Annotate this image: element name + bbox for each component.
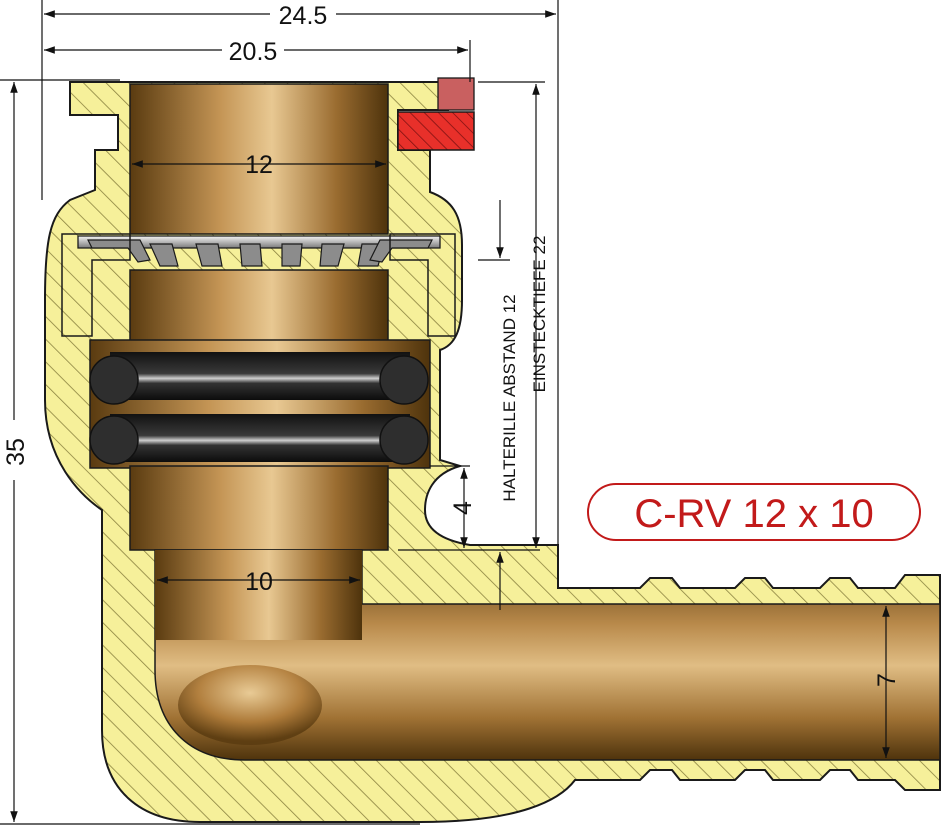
- clip-teeth: [87, 239, 433, 267]
- dim-bore-diameter: 12: [245, 151, 273, 179]
- dimension-labels: 24.5 20.5 12 10 35 4 7 HALTERILLE ABSTAN…: [0, 0, 901, 687]
- label-einstecktiefe: EINSTECKTIEFE 22: [530, 236, 549, 393]
- oring-upper-band: [110, 352, 410, 400]
- release-ring: [397, 77, 475, 151]
- dim-inner-width: 20.5: [229, 38, 278, 66]
- elbow-channel-vertical: [155, 550, 362, 640]
- product-badge: C-RV 12 x 10: [587, 483, 921, 541]
- dim-height: 35: [2, 438, 30, 466]
- oring-upper-left: [89, 355, 139, 405]
- o-rings: [89, 352, 429, 465]
- oring-lower-left: [89, 415, 139, 465]
- label-halterille: HALTERILLE ABSTAND 12: [500, 294, 519, 501]
- product-name: C-RV 12 x 10: [634, 492, 873, 536]
- clip-housing: [61, 233, 131, 337]
- oring-lower-band: [110, 414, 410, 462]
- dimension-lines: [0, 0, 890, 825]
- dim-outlet-diameter: 7: [873, 673, 901, 687]
- retaining-clip: [61, 233, 456, 337]
- sleeve-upper: [129, 83, 389, 235]
- elbow-dome: [178, 665, 322, 745]
- product-badge-frame: [587, 483, 921, 541]
- clip-housing-right: [389, 233, 456, 337]
- release-ring-top: [437, 77, 475, 111]
- oring-upper-right: [379, 355, 429, 405]
- oring-lower-right: [379, 415, 429, 465]
- release-ring-section: [397, 111, 475, 151]
- sleeve-lower: [129, 465, 389, 551]
- dim-overall-width: 24.5: [279, 2, 328, 30]
- sleeve-mid: [129, 269, 389, 343]
- dim-tube-diameter: 10: [245, 568, 273, 596]
- dim-gap: 4: [449, 501, 477, 515]
